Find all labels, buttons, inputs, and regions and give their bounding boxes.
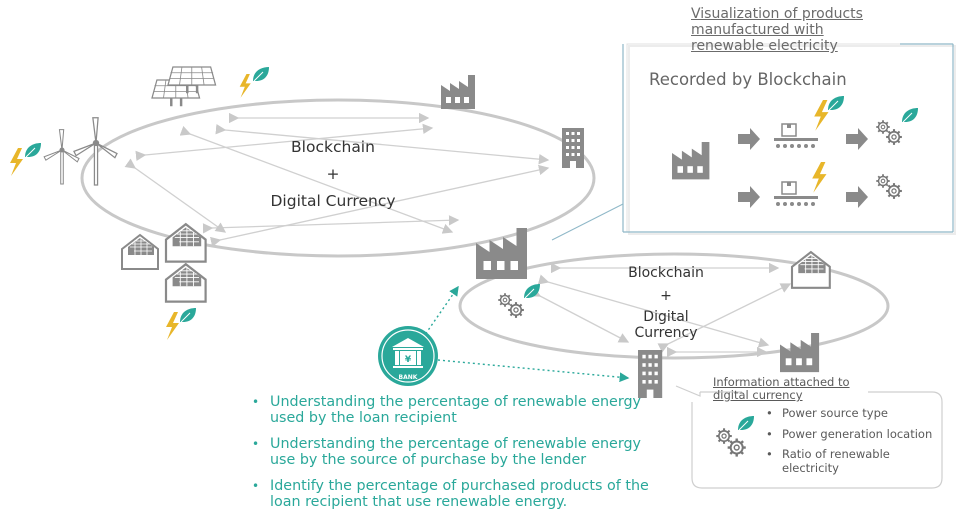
- large-blockchain-ring: [80, 98, 596, 258]
- bank-to-building-link: [437, 359, 630, 383]
- office-building-icon: [562, 128, 584, 168]
- list-item: Understanding the percentage of renewabl…: [252, 436, 652, 468]
- bank-label: BANK: [399, 374, 418, 381]
- bank-icon: ¥ BANK: [378, 326, 438, 386]
- small-ring-label-currency: Digital Currency: [634, 309, 697, 341]
- panel-connector-line: [551, 203, 624, 241]
- leaf-icon: [523, 283, 541, 299]
- small-blockchain-ring: [458, 252, 890, 360]
- leaf-icon: [24, 142, 42, 158]
- info-box-title: Information attached to digital currency: [713, 376, 850, 402]
- wind-turbine-icon: [43, 117, 118, 186]
- solar-panel-icon: [151, 66, 217, 107]
- lightning-icon: [239, 74, 251, 98]
- small-ring-label: Blockchain +: [628, 262, 704, 308]
- large-ring-label-line-2: +: [326, 165, 340, 183]
- list-item: Ratio of renewable electricity: [766, 447, 944, 475]
- leaf-icon: [252, 66, 270, 82]
- info-box-title-line-1: Information attached to: [713, 375, 850, 389]
- lightning-icon: [10, 148, 23, 176]
- list-item: Identify the percentage of purchased pro…: [252, 478, 652, 510]
- factory-icon: [441, 75, 475, 109]
- small-ring-network-arrows: [529, 262, 792, 358]
- info-box-title-line-2: digital currency: [713, 388, 803, 402]
- leaf-icon: [737, 415, 755, 431]
- visualization-title-line-1: Visualization of products: [691, 6, 863, 22]
- small-ring-label-line-3: Digital: [643, 309, 689, 325]
- bank-benefits-list: Understanding the percentage of renewabl…: [252, 394, 652, 520]
- large-ring-network-arrows: [124, 112, 550, 248]
- gear-icon: [716, 428, 745, 456]
- info-box-list: Power source type Power generation locat…: [766, 406, 944, 482]
- house-icon: [790, 251, 831, 289]
- large-ring-label-line-1: Blockchain: [291, 138, 375, 156]
- list-item: Understanding the percentage of renewabl…: [252, 394, 652, 426]
- large-ring-label-line-3: Digital Currency: [270, 192, 396, 210]
- gear-icon: [498, 293, 524, 318]
- office-building-icon: [638, 350, 663, 398]
- list-item: Power generation location: [766, 427, 944, 442]
- lightning-icon: [166, 312, 179, 340]
- visualization-title: Visualization of products manufactured w…: [691, 6, 863, 54]
- panel-heading: Recorded by Blockchain: [649, 70, 847, 89]
- bank-symbol: ¥: [405, 355, 412, 365]
- leaf-icon: [179, 307, 197, 323]
- large-ring-label: Blockchain + Digital Currency: [270, 134, 395, 215]
- factory-icon: [476, 228, 527, 279]
- visualization-title-line-2: manufactured with: [691, 22, 824, 38]
- info-box-frame: [691, 391, 943, 489]
- small-ring-label-line-2: +: [660, 288, 672, 304]
- factory-icon: [780, 333, 820, 373]
- visualization-title-line-3: renewable electricity: [691, 38, 838, 54]
- small-ring-label-line-4: Currency: [634, 325, 698, 341]
- small-ring-label-line-1: Blockchain: [628, 265, 704, 281]
- info-box-pointer: [675, 385, 701, 397]
- list-item: Power source type: [766, 406, 944, 421]
